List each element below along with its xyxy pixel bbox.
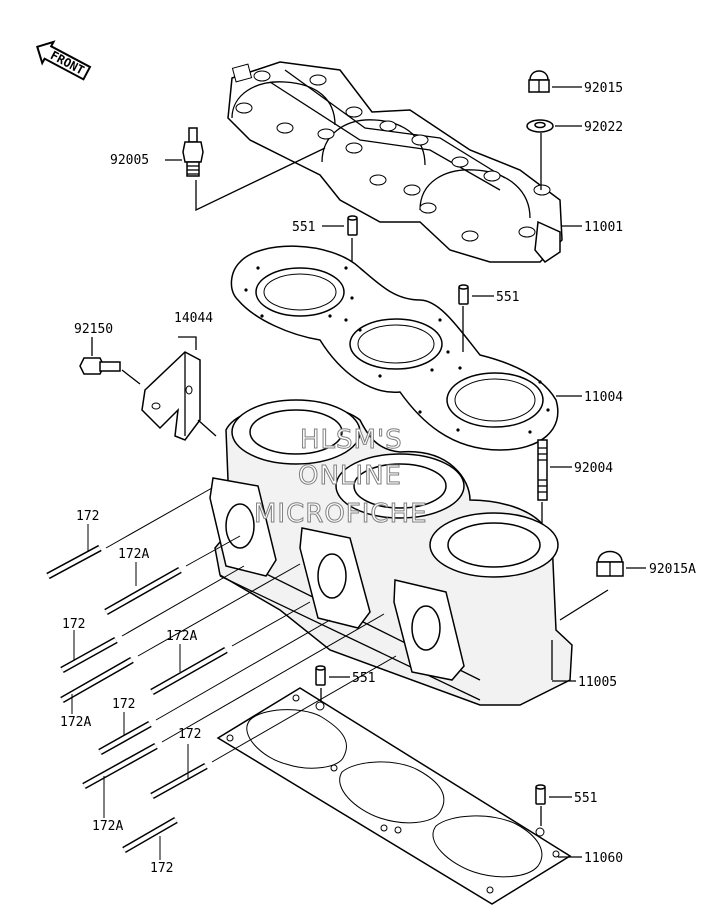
watermark-line-3: MICROFICHE — [254, 499, 428, 529]
label-551-block: 551 — [352, 671, 375, 686]
stud-172-5 — [122, 816, 178, 854]
dowel-551-right — [458, 284, 469, 305]
label-11001: 11001 — [584, 220, 623, 235]
label-172A-2: 172A — [166, 629, 197, 644]
cap-nut-92015 — [528, 70, 550, 93]
dowel-551-block — [315, 665, 326, 686]
stud-172A-1 — [104, 566, 182, 616]
label-172-3: 172 — [112, 697, 135, 712]
washer-92022 — [526, 119, 554, 133]
label-551-top: 551 — [292, 220, 315, 235]
cylinder-block — [209, 399, 573, 706]
label-172A-4: 172A — [92, 819, 123, 834]
label-172-2: 172 — [62, 617, 85, 632]
label-551-base: 551 — [574, 791, 597, 806]
dowel-551-top — [347, 215, 358, 236]
watermark-line-2: ONLINE — [298, 461, 402, 491]
exhaust-port-flange-2 — [299, 527, 371, 629]
label-551-right: 551 — [496, 290, 519, 305]
stud-172A-4 — [82, 742, 158, 790]
studs — [46, 544, 228, 854]
cylinder-head — [227, 61, 563, 263]
label-14044: 14044 — [174, 311, 213, 326]
stud-172-1 — [46, 544, 102, 580]
stud-172-3 — [98, 720, 152, 756]
label-92150: 92150 — [74, 322, 113, 337]
bracket-14044 — [141, 351, 201, 441]
stud-172A-2 — [60, 656, 134, 704]
stud-92004 — [537, 439, 548, 501]
label-172A-3: 172A — [60, 715, 91, 730]
fitting-92005 — [182, 127, 204, 177]
front-arrow-icon: FRONT — [36, 40, 92, 81]
label-172-4: 172 — [178, 727, 201, 742]
label-11060: 11060 — [584, 851, 623, 866]
base-gasket — [216, 687, 572, 905]
label-92004: 92004 — [574, 461, 613, 476]
label-172-5: 172 — [150, 861, 173, 876]
part-labels: 92015 92022 92005 11001 551 551 92150 14… — [60, 81, 696, 876]
head-gasket — [230, 245, 559, 451]
head-bolt-bosses — [235, 70, 551, 242]
label-92022: 92022 — [584, 120, 623, 135]
label-92005: 92005 — [110, 153, 149, 168]
watermark-line-1: HLSM'S — [300, 425, 403, 455]
label-11005: 11005 — [578, 675, 617, 690]
stud-172-4 — [150, 762, 208, 800]
label-172A-1: 172A — [118, 547, 149, 562]
label-172-1: 172 — [76, 509, 99, 524]
label-92015: 92015 — [584, 81, 623, 96]
stud-172-2 — [60, 636, 118, 674]
label-11004: 11004 — [584, 390, 623, 405]
bolt-92150 — [79, 357, 121, 375]
front-label: FRONT — [48, 48, 86, 77]
stud-172A-3 — [150, 646, 228, 696]
dowel-551-base — [535, 784, 546, 805]
watermark: HLSM'S ONLINE MICROFICHE — [254, 425, 428, 530]
exhaust-port-flange-1 — [209, 477, 277, 577]
label-92015A: 92015A — [649, 562, 696, 577]
cap-nut-92015A — [596, 550, 624, 577]
exhaust-port-flange-3 — [393, 579, 465, 681]
